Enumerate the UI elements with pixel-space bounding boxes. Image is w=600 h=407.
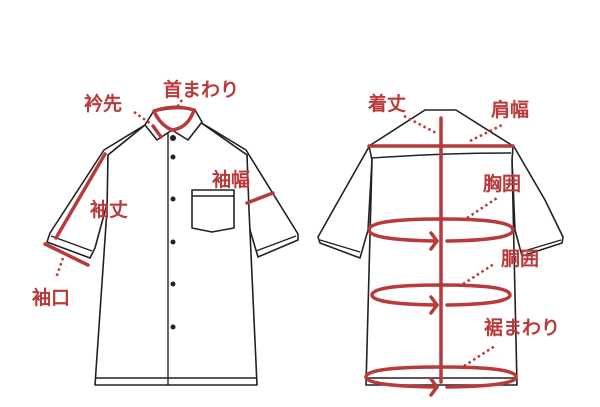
label-waist: 胴囲 (500, 248, 539, 270)
collar-tip-measure (151, 124, 163, 139)
label-hem: 裾まわり (484, 316, 560, 339)
label-collar-tip: 衿先 (84, 92, 122, 115)
label-cuff: 袖口 (32, 286, 70, 309)
sleeve-width-measure (245, 191, 275, 205)
label-sleeve-length: 袖丈 (90, 198, 128, 221)
sleeve-length-measure (54, 152, 107, 240)
hem-measure (364, 365, 518, 389)
label-neck: 首まわり (163, 78, 239, 101)
back-shirt: 着丈 肩幅 胸囲 胴囲 裾まわり (317, 92, 564, 397)
label-chest: 胸囲 (483, 172, 521, 195)
back-left-sleeve (317, 144, 373, 259)
cuff-measure (43, 242, 90, 267)
buttons (170, 135, 176, 330)
waist-measure (370, 283, 512, 307)
label-sleeve-width: 袖幅 (212, 168, 250, 191)
label-length: 着丈 (368, 92, 406, 115)
chest-measure (367, 217, 515, 243)
front-shirt: 首まわり 衿先 袖幅 袖丈 袖口 (32, 78, 299, 386)
chest-pocket (191, 189, 235, 233)
back-right-sleeve (511, 144, 564, 257)
neck-measure (152, 105, 197, 132)
front-body (94, 121, 258, 386)
label-shoulder: 肩幅 (491, 98, 529, 121)
